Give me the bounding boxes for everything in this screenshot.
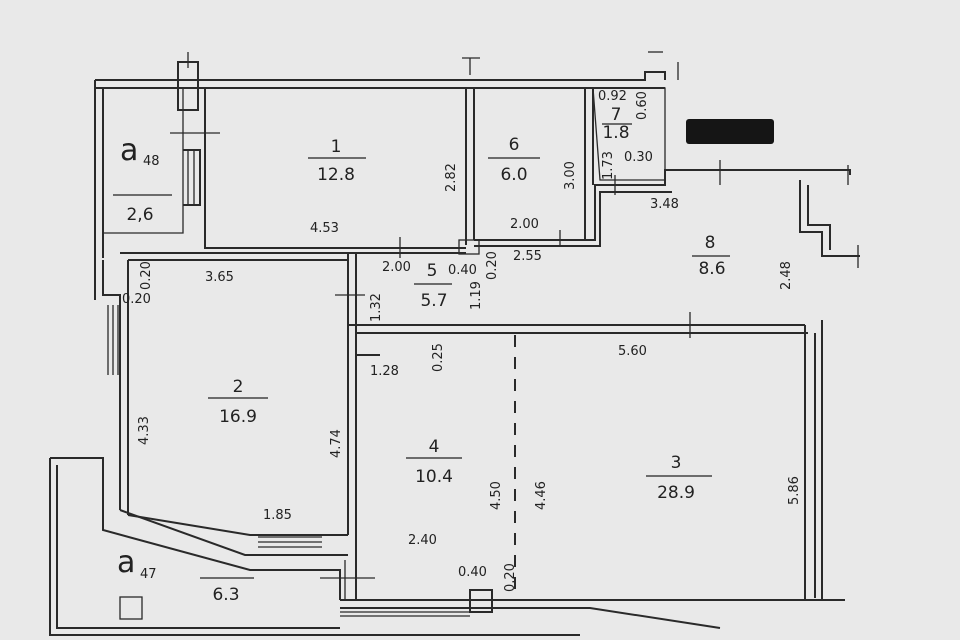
room-2-number: 2 (233, 377, 244, 397)
dim-label: 1.73 (601, 151, 616, 180)
room-6-area: 6.0 (500, 165, 527, 185)
dimension-labels: 4.53 2.82 3.00 2.00 0.92 0.60 1.73 0.30 … (122, 89, 802, 592)
room-4-area: 10.4 (415, 467, 453, 487)
dim-label: 2.00 (382, 260, 411, 275)
dim-label: 0.60 (635, 91, 650, 120)
balcony-a47-area: 6.3 (212, 585, 239, 605)
dim-label: 4.46 (534, 481, 549, 510)
walls (49, 61, 860, 636)
room-3-number: 3 (671, 453, 682, 473)
room-5-area: 5.7 (420, 291, 447, 311)
room-labels: 1 12.8 2 16.9 3 28.9 4 10.4 5 5.7 6 6.0 … (208, 105, 730, 503)
room-7-area: 1.8 (602, 123, 629, 143)
balcony-a48-area: 2,6 (126, 205, 153, 225)
dim-label: 2.40 (408, 533, 437, 548)
dim-label: 3.65 (205, 270, 234, 285)
dim-label: 0.20 (122, 292, 151, 307)
dim-label: 0.20 (503, 563, 518, 592)
dim-label: 1.28 (370, 364, 399, 379)
dim-label: 2.00 (510, 217, 539, 232)
dim-label: 0.20 (139, 261, 154, 290)
balcony-a48-letter: a (120, 133, 138, 168)
dim-label: 2.55 (513, 249, 542, 264)
dim-label: 5.60 (618, 344, 647, 359)
room-1-number: 1 (331, 137, 342, 157)
dim-label: 0.20 (485, 251, 500, 280)
room-2-area: 16.9 (219, 407, 257, 427)
dim-label: 1.85 (263, 508, 292, 523)
balcony-a47-subscript: 47 (140, 567, 157, 582)
dim-label: 0.40 (458, 565, 487, 580)
room-8-area: 8.6 (698, 259, 725, 279)
dim-label: 5.86 (787, 476, 802, 505)
balcony-a48-subscript: 48 (143, 154, 160, 169)
room-4-number: 4 (429, 437, 440, 457)
room-1-area: 12.8 (317, 165, 355, 185)
dim-label: 3.00 (563, 161, 578, 190)
room-8-number: 8 (705, 233, 716, 253)
dim-label: 2.48 (779, 261, 794, 290)
balcony-a47-letter: a (117, 545, 135, 580)
room-7-number: 7 (611, 105, 622, 125)
dim-label: 0.92 (598, 89, 627, 104)
dim-label: 0.30 (624, 150, 653, 165)
room-5-number: 5 (427, 261, 438, 281)
redaction-block (686, 119, 774, 144)
dim-label: 0.40 (448, 263, 477, 278)
dim-label: 0.25 (431, 343, 446, 372)
dim-label: 1.19 (469, 281, 484, 310)
balcony-labels: a 48 2,6 a 47 6.3 (113, 133, 254, 605)
room-6-number: 6 (509, 135, 520, 155)
dimension-ticks (170, 51, 859, 600)
dim-label: 3.48 (650, 197, 679, 212)
dim-label: 4.33 (137, 416, 152, 445)
dim-label: 4.53 (310, 221, 339, 236)
dim-label: 4.74 (329, 429, 344, 458)
room-3-area: 28.9 (657, 483, 695, 503)
dim-label: 4.50 (489, 481, 504, 510)
dim-label: 2.82 (444, 163, 459, 192)
dim-label: 1.32 (369, 293, 384, 322)
